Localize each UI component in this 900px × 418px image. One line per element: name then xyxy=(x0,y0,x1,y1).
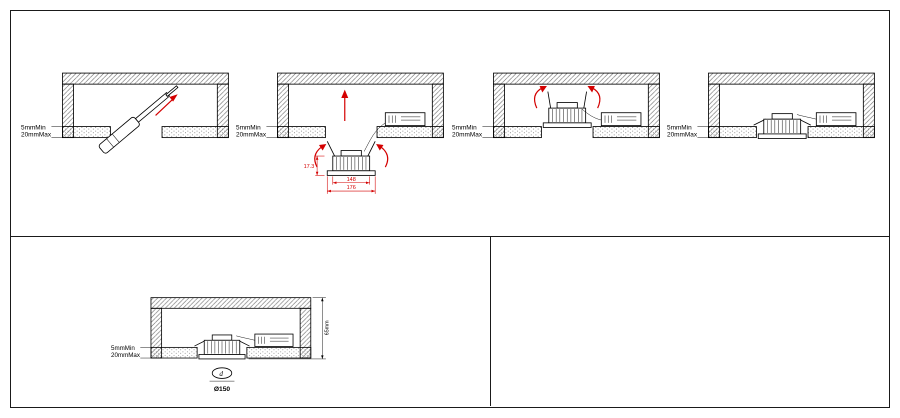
final-installation-diagram: 5mmMin 20mmMax xyxy=(111,297,331,393)
empty-panel xyxy=(491,237,889,406)
spring-clip-left xyxy=(327,141,336,157)
spring-rotation-arrow-left xyxy=(533,85,547,109)
driver-wire xyxy=(581,108,602,121)
downlight-fixture xyxy=(194,334,250,360)
cutout-diameter-callout: d Ø150 xyxy=(209,367,235,393)
spring-clip-right xyxy=(583,91,587,109)
thickness-min-label: 5mmMin xyxy=(452,124,477,131)
driver-wire xyxy=(364,122,386,152)
outer-width-dim-label: 176 xyxy=(347,185,356,191)
ceiling-thickness-note: 5mmMin 20mmMax xyxy=(111,345,152,359)
downlight-fixture xyxy=(327,141,376,176)
driver-box xyxy=(600,112,642,127)
fixture-height-dimension: 17.3 xyxy=(304,155,325,176)
spring-rotation-arrow-right xyxy=(376,144,389,168)
thickness-max-label: 20mmMax xyxy=(452,132,483,139)
bottom-panels: 5mmMin 20mmMax xyxy=(11,237,889,406)
thickness-min-label: 5mmMin xyxy=(111,345,135,352)
hole-cutting-tool xyxy=(98,85,179,154)
cutout-diameter-label: Ø150 xyxy=(214,386,231,393)
spring-clip-right xyxy=(367,141,376,157)
driver-box xyxy=(815,112,857,127)
heatsink-fins xyxy=(767,120,798,133)
recess-depth-label: 65mm xyxy=(325,320,331,335)
thickness-min-label: 5mmMin xyxy=(236,124,261,131)
downlight-fixture xyxy=(542,91,592,128)
height-dim-label: 17.3 xyxy=(304,164,315,170)
driver-box xyxy=(254,333,294,347)
installation-steps-panel: 5mmMin 20mmMax xyxy=(11,11,889,237)
ceiling-thickness-note: 5mmMin 20mmMax xyxy=(452,124,495,139)
step-3-diagram: 5mmMin 20mmMax xyxy=(452,72,660,139)
heatsink-fins xyxy=(207,341,237,354)
ceiling-thickness-note: 5mmMin 20mmMax xyxy=(236,124,279,139)
insert-up-arrow xyxy=(341,89,349,122)
step-1-diagram: 5mmMin 20mmMax xyxy=(21,72,229,154)
recess-depth-dimension: 65mm xyxy=(248,297,331,360)
heatsink-fins xyxy=(336,156,367,170)
ceiling-thickness-note: 5mmMin 20mmMax xyxy=(667,124,710,139)
outer-width-dimension: 176 xyxy=(327,176,376,194)
driver-wire xyxy=(236,335,255,341)
step-4-diagram: 5mmMin 20mmMax xyxy=(667,72,875,139)
downlight-fixture xyxy=(753,113,811,139)
spring-rotation-arrow-right xyxy=(587,85,601,109)
ceiling-thickness-note: 5mmMin 20mmMax xyxy=(21,124,64,139)
insertion-direction-arrow xyxy=(155,94,178,116)
installation-drawing-sheet: 5mmMin 20mmMax xyxy=(10,10,890,408)
ceiling-section xyxy=(708,72,875,139)
diameter-symbol-label: d xyxy=(219,370,223,378)
ceiling-section xyxy=(150,297,312,359)
ceiling-section xyxy=(492,72,660,139)
ceiling-section xyxy=(277,72,445,139)
inner-width-dimension: 148 xyxy=(332,176,371,185)
driver-wire xyxy=(796,114,817,120)
thickness-min-label: 5mmMin xyxy=(667,124,692,131)
ceiling-section xyxy=(62,72,229,139)
step-2-diagram: 5mmMin 20mmMax xyxy=(236,72,445,194)
spring-rotation-arrow-left xyxy=(314,144,327,168)
driver-box xyxy=(385,112,426,127)
thickness-max-label: 20mmMax xyxy=(667,132,698,139)
final-dimensions-panel: 5mmMin 20mmMax xyxy=(11,237,491,406)
thickness-min-label: 5mmMin xyxy=(21,124,46,131)
heatsink-fins xyxy=(551,109,582,122)
thickness-max-label: 20mmMax xyxy=(21,132,52,139)
thickness-max-label: 20mmMax xyxy=(111,352,141,359)
thickness-max-label: 20mmMax xyxy=(236,132,267,139)
inner-width-dim-label: 148 xyxy=(347,177,356,183)
spring-clip-left xyxy=(547,91,551,109)
